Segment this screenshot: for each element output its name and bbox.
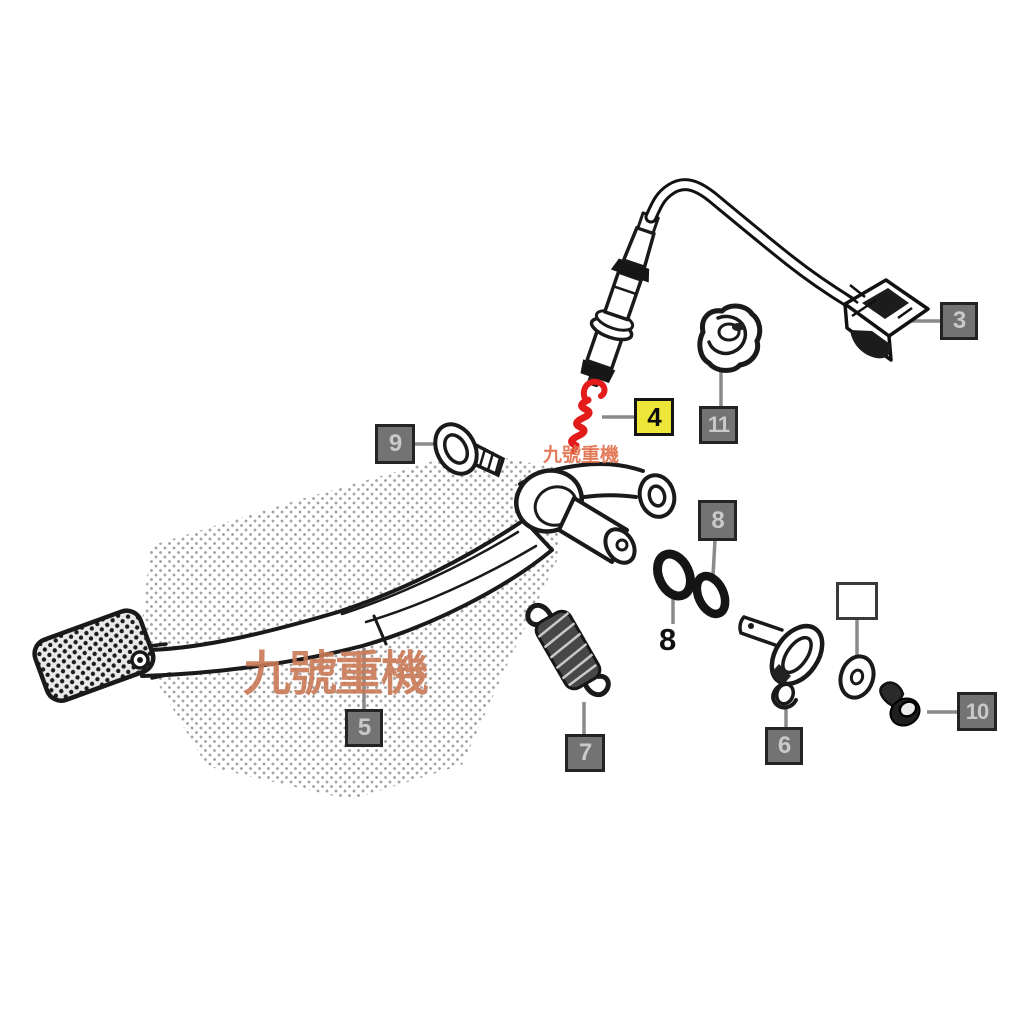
callout-box-8: 8 [698, 500, 737, 541]
part-washer-drawing [838, 654, 876, 700]
callout-box-3: 3 [940, 302, 978, 340]
part-rubber-grommet-drawing [697, 303, 763, 373]
part-pivot-bolt-drawing [433, 422, 506, 478]
callout-number: 10 [965, 698, 990, 724]
watermark-large: 九號重機 [243, 648, 429, 701]
callout-box-empty [836, 582, 878, 620]
callout-box-10: 10 [957, 692, 997, 731]
callout-box-9: 9 [375, 424, 415, 464]
callout-box-6: 6 [765, 727, 803, 765]
callout-number: 5 [357, 714, 371, 741]
part-brake-pedal-drawing [32, 462, 677, 703]
part-connector-drawing [842, 278, 930, 362]
callout-number: 11 [707, 412, 730, 437]
callout-number: 6 [777, 732, 791, 759]
callout-number: 8 [711, 506, 724, 534]
part-flange-bolt-drawing [879, 681, 921, 727]
part-joint-arm-drawing [738, 615, 825, 710]
callout-box-11: 11 [699, 406, 738, 444]
part-return-spring-drawing [525, 602, 611, 698]
callout-box-4-highlighted: 4 [634, 398, 674, 436]
callout-number: 9 [388, 430, 402, 457]
part-o-rings-drawing [653, 549, 730, 619]
callout-number: 7 [578, 739, 592, 766]
callout-number: 4 [647, 401, 662, 432]
callout-box-5: 5 [345, 709, 383, 747]
callout-plain-8: 8 [659, 622, 677, 657]
callout-box-7: 7 [565, 734, 605, 772]
part-switch-spring-highlighted [568, 378, 608, 455]
watermark-small: 九號重機 [543, 445, 620, 466]
callout-number: 3 [952, 307, 966, 334]
